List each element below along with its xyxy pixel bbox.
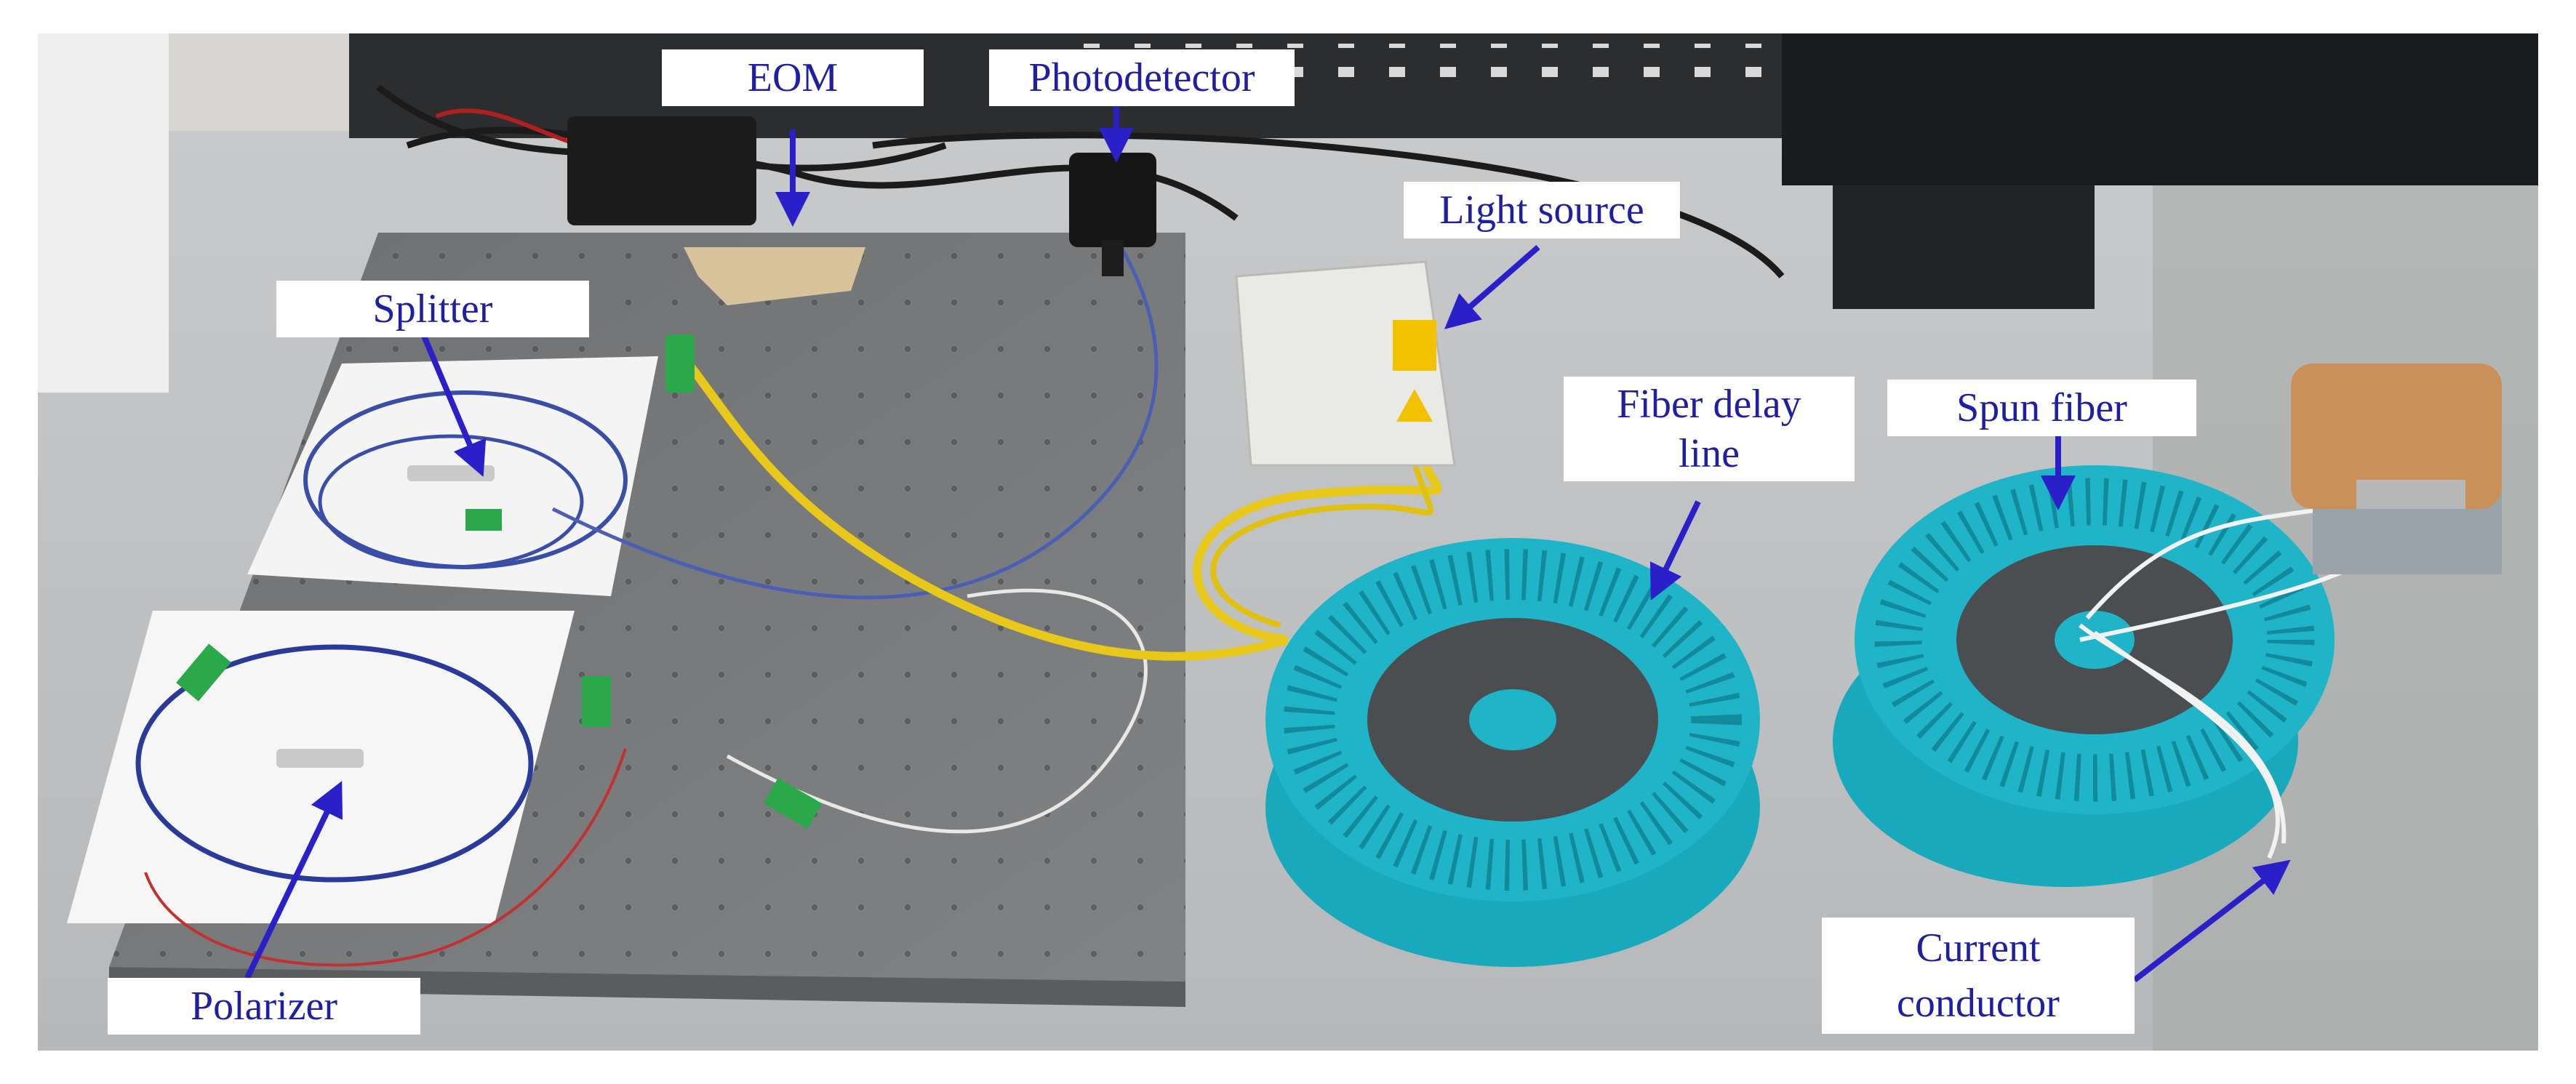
label-light-source: Light source <box>1404 182 1680 238</box>
breadboard-edge <box>109 967 1185 1007</box>
fiber-yellow-2 <box>1210 449 1434 628</box>
fiber-white <box>726 588 1148 834</box>
power-supply <box>567 116 756 225</box>
arrow-light-source <box>1444 244 1540 329</box>
label-light-source-text: Light source <box>1439 188 1644 233</box>
label-fiber-delay-line-text-1: Fiber delay <box>1617 382 1801 427</box>
label-polarizer: Polarizer <box>108 978 420 1035</box>
transformer-coil <box>2291 364 2502 509</box>
label-current-conductor-text-2: conductor <box>1897 981 2060 1026</box>
connector-green-4 <box>582 676 611 727</box>
laser-warning-triangle <box>1396 389 1433 422</box>
arrow-fiber-delay-line <box>1649 500 1701 601</box>
light-source-box <box>1235 260 1456 467</box>
splitter-fiber-loop-2 <box>318 434 584 569</box>
transformer-terminals <box>2356 480 2465 509</box>
connector-green-2 <box>465 509 502 531</box>
eom-mount <box>684 247 865 305</box>
connector-green-5 <box>176 643 231 702</box>
laser-warning-label <box>1393 320 1436 371</box>
arrow-splitter <box>419 329 487 478</box>
spun-spool-hub <box>2055 611 2135 669</box>
arrow-current-conductor <box>2132 859 2291 983</box>
arrow-polarizer <box>244 781 343 979</box>
fiber-yellow <box>673 346 1442 661</box>
label-spun-fiber-text: Spun fiber <box>1956 385 2127 430</box>
monitor <box>1782 29 2538 185</box>
fiber-blue-long <box>551 223 1159 600</box>
label-fiber-delay-line: Fiber delay line <box>1564 377 1855 481</box>
polarizer-body <box>276 749 364 768</box>
label-current-conductor: Current conductor <box>1822 918 2135 1034</box>
fiber-red <box>144 748 627 967</box>
label-fiber-delay-line-text-2: line <box>1679 431 1740 476</box>
connector-green-3 <box>763 778 823 829</box>
label-current-conductor-text-1: Current <box>1916 926 2041 971</box>
current-conductor-wires <box>2079 499 2424 859</box>
spun-spool-ribs <box>1874 478 2315 802</box>
label-eom: EOM <box>662 49 924 106</box>
photodetector-post <box>1102 240 1124 276</box>
label-polarizer-text: Polarizer <box>190 984 338 1029</box>
label-eom-text: EOM <box>747 55 839 100</box>
label-photodetector: Photodetector <box>989 49 1295 106</box>
delay-spool-hub <box>1469 689 1556 750</box>
label-splitter: Splitter <box>276 281 589 337</box>
label-splitter-text: Splitter <box>372 286 493 332</box>
label-photodetector-text: Photodetector <box>1028 55 1255 100</box>
connector-green-1 <box>665 334 695 393</box>
delay-spool-ribs <box>1284 549 1742 891</box>
label-spun-fiber: Spun fiber <box>1887 380 2196 436</box>
monitor-stand <box>1833 185 2095 309</box>
polarizer-fiber-loop <box>135 644 534 883</box>
photodetector-device <box>1069 153 1156 247</box>
window-frame <box>38 29 169 393</box>
